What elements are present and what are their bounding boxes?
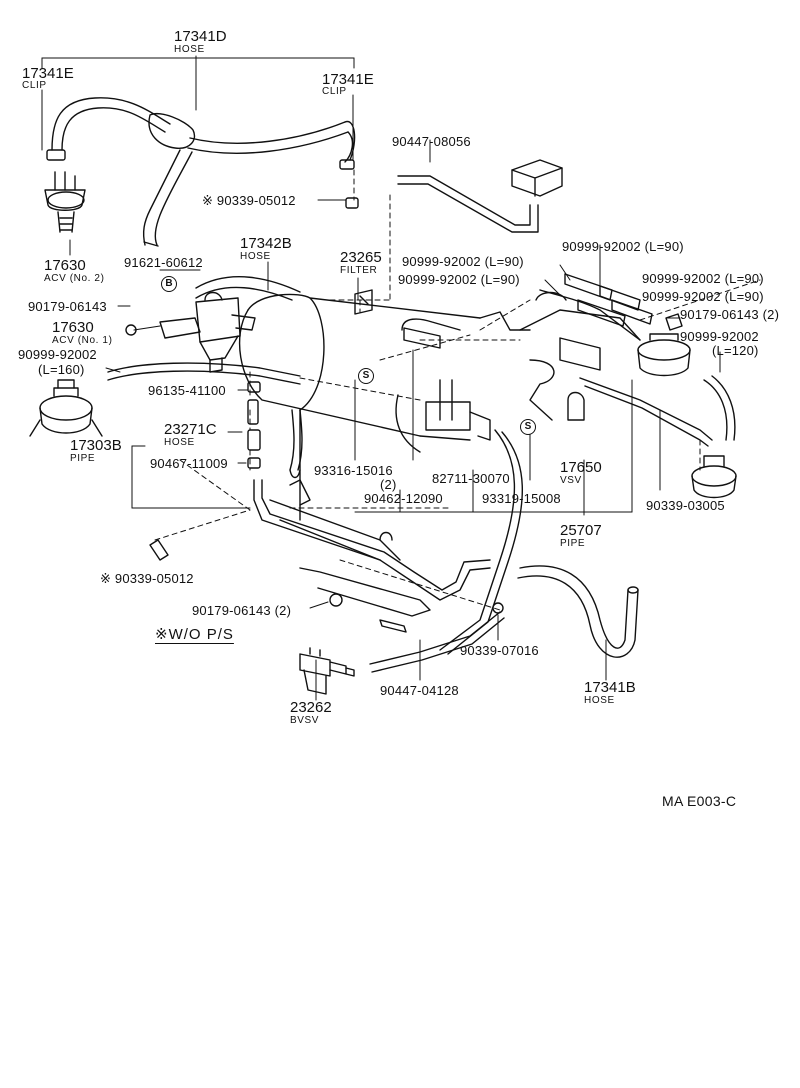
part-17341e-left-name: CLIP	[22, 80, 47, 91]
part-90999-92002-l120-number: 90999-92002	[680, 329, 759, 344]
part-17342b-number: 17342B	[240, 235, 292, 252]
part-23271c-name: HOSE	[164, 437, 195, 448]
pipe-90447-04128-drawing	[369, 611, 505, 673]
part-17303b-name: PIPE	[70, 453, 96, 464]
part-25707-number: 25707	[560, 522, 602, 539]
dashed-assembly-lines	[154, 169, 761, 611]
part-90467-11009-number: 90467-11009	[150, 456, 228, 471]
part-90999-92002-e-number: 90999-92002 (L=90)	[642, 289, 764, 304]
part-90999-92002-l160-name: (L=160)	[38, 362, 85, 377]
part-17341e-right-number: 17341E	[322, 71, 374, 88]
part-90339-05012-top-number: ※ 90339-05012	[202, 193, 296, 208]
pipe-90447-08056-drawing	[397, 159, 563, 233]
part-23262-number: 23262	[290, 699, 332, 716]
part-25707-name: PIPE	[560, 538, 586, 549]
vsv-bracket-drawing	[479, 273, 713, 447]
part-90999-92002-a-number: 90999-92002 (L=90)	[402, 254, 524, 269]
part-17341d-number: 17341D	[174, 28, 227, 45]
hose-17341d-drawing	[46, 97, 356, 247]
part-17630-no2-name: ACV (No. 2)	[44, 273, 105, 284]
marker-s-1: S	[358, 368, 374, 384]
bvsv-drawing	[299, 647, 355, 695]
marker-s-2: S	[520, 419, 536, 435]
diagram-code: MA E003-C	[662, 793, 737, 809]
bracket-drawing	[401, 318, 461, 349]
part-96135-41100-number: 96135-41100	[148, 383, 226, 398]
part-90999-92002-d-number: 90999-92002 (L=90)	[642, 271, 764, 286]
part-90462-12090-number: 90462-12090	[364, 491, 443, 506]
hose-17341b-drawing	[517, 565, 639, 658]
part-90339-05012-bottom-number: ※ 90339-05012	[100, 571, 194, 586]
part-90999-92002-b-number: 90999-92002 (L=90)	[398, 272, 520, 287]
part-90999-92002-l160-number: 90999-92002	[18, 347, 97, 362]
small-fittings-drawing	[125, 197, 373, 561]
part-93319-15008-number: 93319-15008	[482, 491, 561, 506]
part-90999-92002-l120-name: (L=120)	[712, 343, 759, 358]
part-90447-04128-number: 90447-04128	[380, 683, 459, 698]
part-17630-no1-number: 17630	[52, 319, 94, 336]
lower-pipe-drawing	[253, 479, 504, 633]
part-17342b-name: HOSE	[240, 251, 271, 262]
part-17630-no1-name: ACV (No. 1)	[52, 335, 113, 346]
part-17650-name: VSV	[560, 475, 582, 486]
part-23262-name: BVSV	[290, 715, 320, 726]
part-93316-15016-qty: (2)	[380, 477, 397, 492]
marker-b: B	[161, 276, 177, 292]
part-91621-60612-number: 91621-60612	[124, 255, 203, 270]
leader-lines	[41, 55, 721, 701]
valve-right-drawing	[637, 313, 737, 499]
valve-17303b-drawing	[29, 362, 301, 437]
note-without-power-steering: ※W/O P/S	[155, 626, 234, 643]
part-17303b-number: 17303B	[70, 437, 122, 454]
part-90447-08056-number: 90447-08056	[392, 134, 471, 149]
part-23271c-number: 23271C	[164, 421, 217, 438]
part-82711-30070-number: 82711-30070	[432, 471, 510, 486]
part-90339-03005-number: 90339-03005	[646, 498, 725, 513]
part-23265-name: FILTER	[340, 265, 378, 276]
part-90179-06143-bottom-number: 90179-06143 (2)	[192, 603, 292, 618]
part-17341b-number: 17341B	[584, 679, 636, 696]
part-17341e-right-name: CLIP	[322, 86, 347, 97]
canister-drawing	[195, 276, 523, 655]
part-90999-92002-c-number: 90999-92002 (L=90)	[562, 239, 684, 254]
part-90179-06143-right-number: 90179-06143 (2)	[680, 307, 780, 322]
part-90179-06143-left-number: 90179-06143	[28, 299, 107, 314]
part-90339-07016-number: 90339-07016	[460, 643, 539, 658]
part-93316-15016-number: 93316-15016	[314, 463, 393, 478]
acv-no2-drawing	[44, 171, 86, 233]
part-17341b-name: HOSE	[584, 695, 615, 706]
part-17630-no2-number: 17630	[44, 257, 86, 274]
part-17341d-name: HOSE	[174, 44, 205, 55]
part-23265-number: 23265	[340, 249, 382, 266]
part-17341e-left-number: 17341E	[22, 65, 74, 82]
part-17650-number: 17650	[560, 459, 602, 476]
